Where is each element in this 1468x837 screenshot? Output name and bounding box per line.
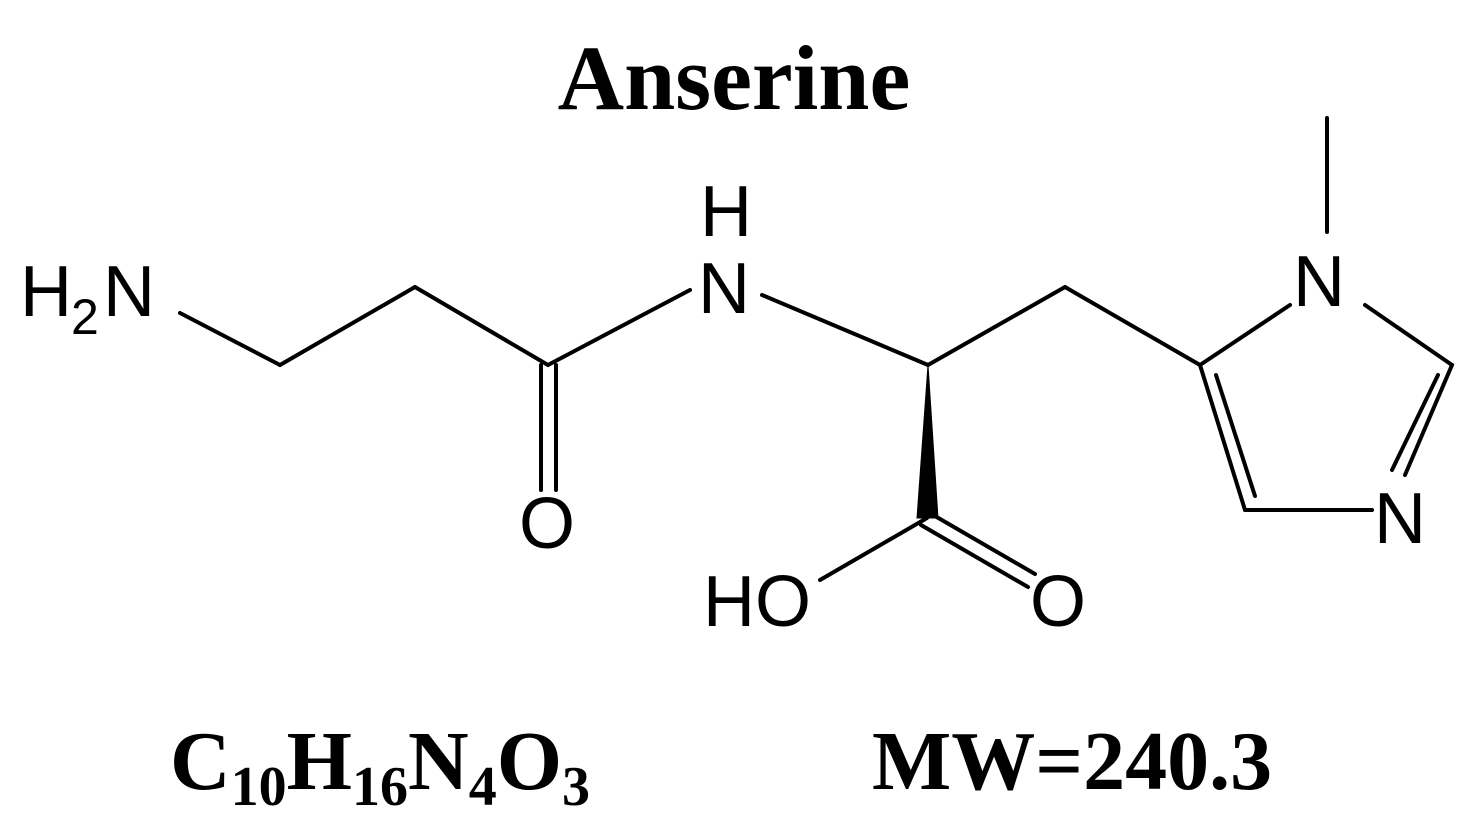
bond-calpha-ch2 <box>926 285 1067 367</box>
bond-c2-c3 <box>413 285 550 367</box>
bond-ring-c2-n3-b <box>1390 373 1440 472</box>
formula-count-h: 16 <box>352 756 409 818</box>
bond-ring-c2-n3-a <box>1403 363 1454 477</box>
atom-label-amine-n: N <box>103 252 155 332</box>
atom-label-amine-h: H <box>20 252 72 332</box>
formula-element-n: N <box>408 715 469 808</box>
bond-c1-c2 <box>278 285 417 367</box>
formula-count-n: 4 <box>468 756 497 818</box>
molecular-formula: C10H16N4O3 <box>170 712 590 815</box>
atom-label-ring-n-methyl: N <box>1293 242 1345 322</box>
bond-ring-n1-c2 <box>1363 303 1454 367</box>
atom-label-acid-ho: HO <box>703 562 811 642</box>
bond-c3-amide-n <box>546 288 692 367</box>
atom-label-ring-n: N <box>1374 479 1426 559</box>
stereo-wedge-bond <box>916 364 939 519</box>
bond-carboxyl-o-1 <box>926 510 1037 576</box>
bond-n-c1 <box>178 311 282 367</box>
bond-ring-c4-c5-a <box>1198 363 1247 512</box>
atom-label-amide-n: N <box>698 249 750 329</box>
formula-element-o: O <box>496 715 563 808</box>
bond-amide-n-calpha <box>760 293 930 367</box>
bond-ring-c5-n1 <box>1198 303 1292 367</box>
formula-element-c: C <box>170 715 231 808</box>
atom-label-amine-subscript: 2 <box>71 289 99 345</box>
atom-label-acid-o: O <box>1030 562 1086 642</box>
bond-carboxyl-o-2 <box>919 523 1030 589</box>
molecular-weight: MW=240.3 <box>872 715 1273 808</box>
bond-carboxyl-oh <box>818 516 929 582</box>
formula-count-c: 10 <box>230 756 287 818</box>
bond-ring-c4-c5-b <box>1214 373 1257 498</box>
atom-label-amide-o: O <box>519 484 575 564</box>
formula-element-h: H <box>286 715 353 808</box>
formula-count-o: 3 <box>562 756 591 818</box>
atom-label-amide-h: H <box>700 172 752 252</box>
bond-ch2-ring <box>1063 285 1202 367</box>
compound-title: Anserine <box>557 27 911 129</box>
